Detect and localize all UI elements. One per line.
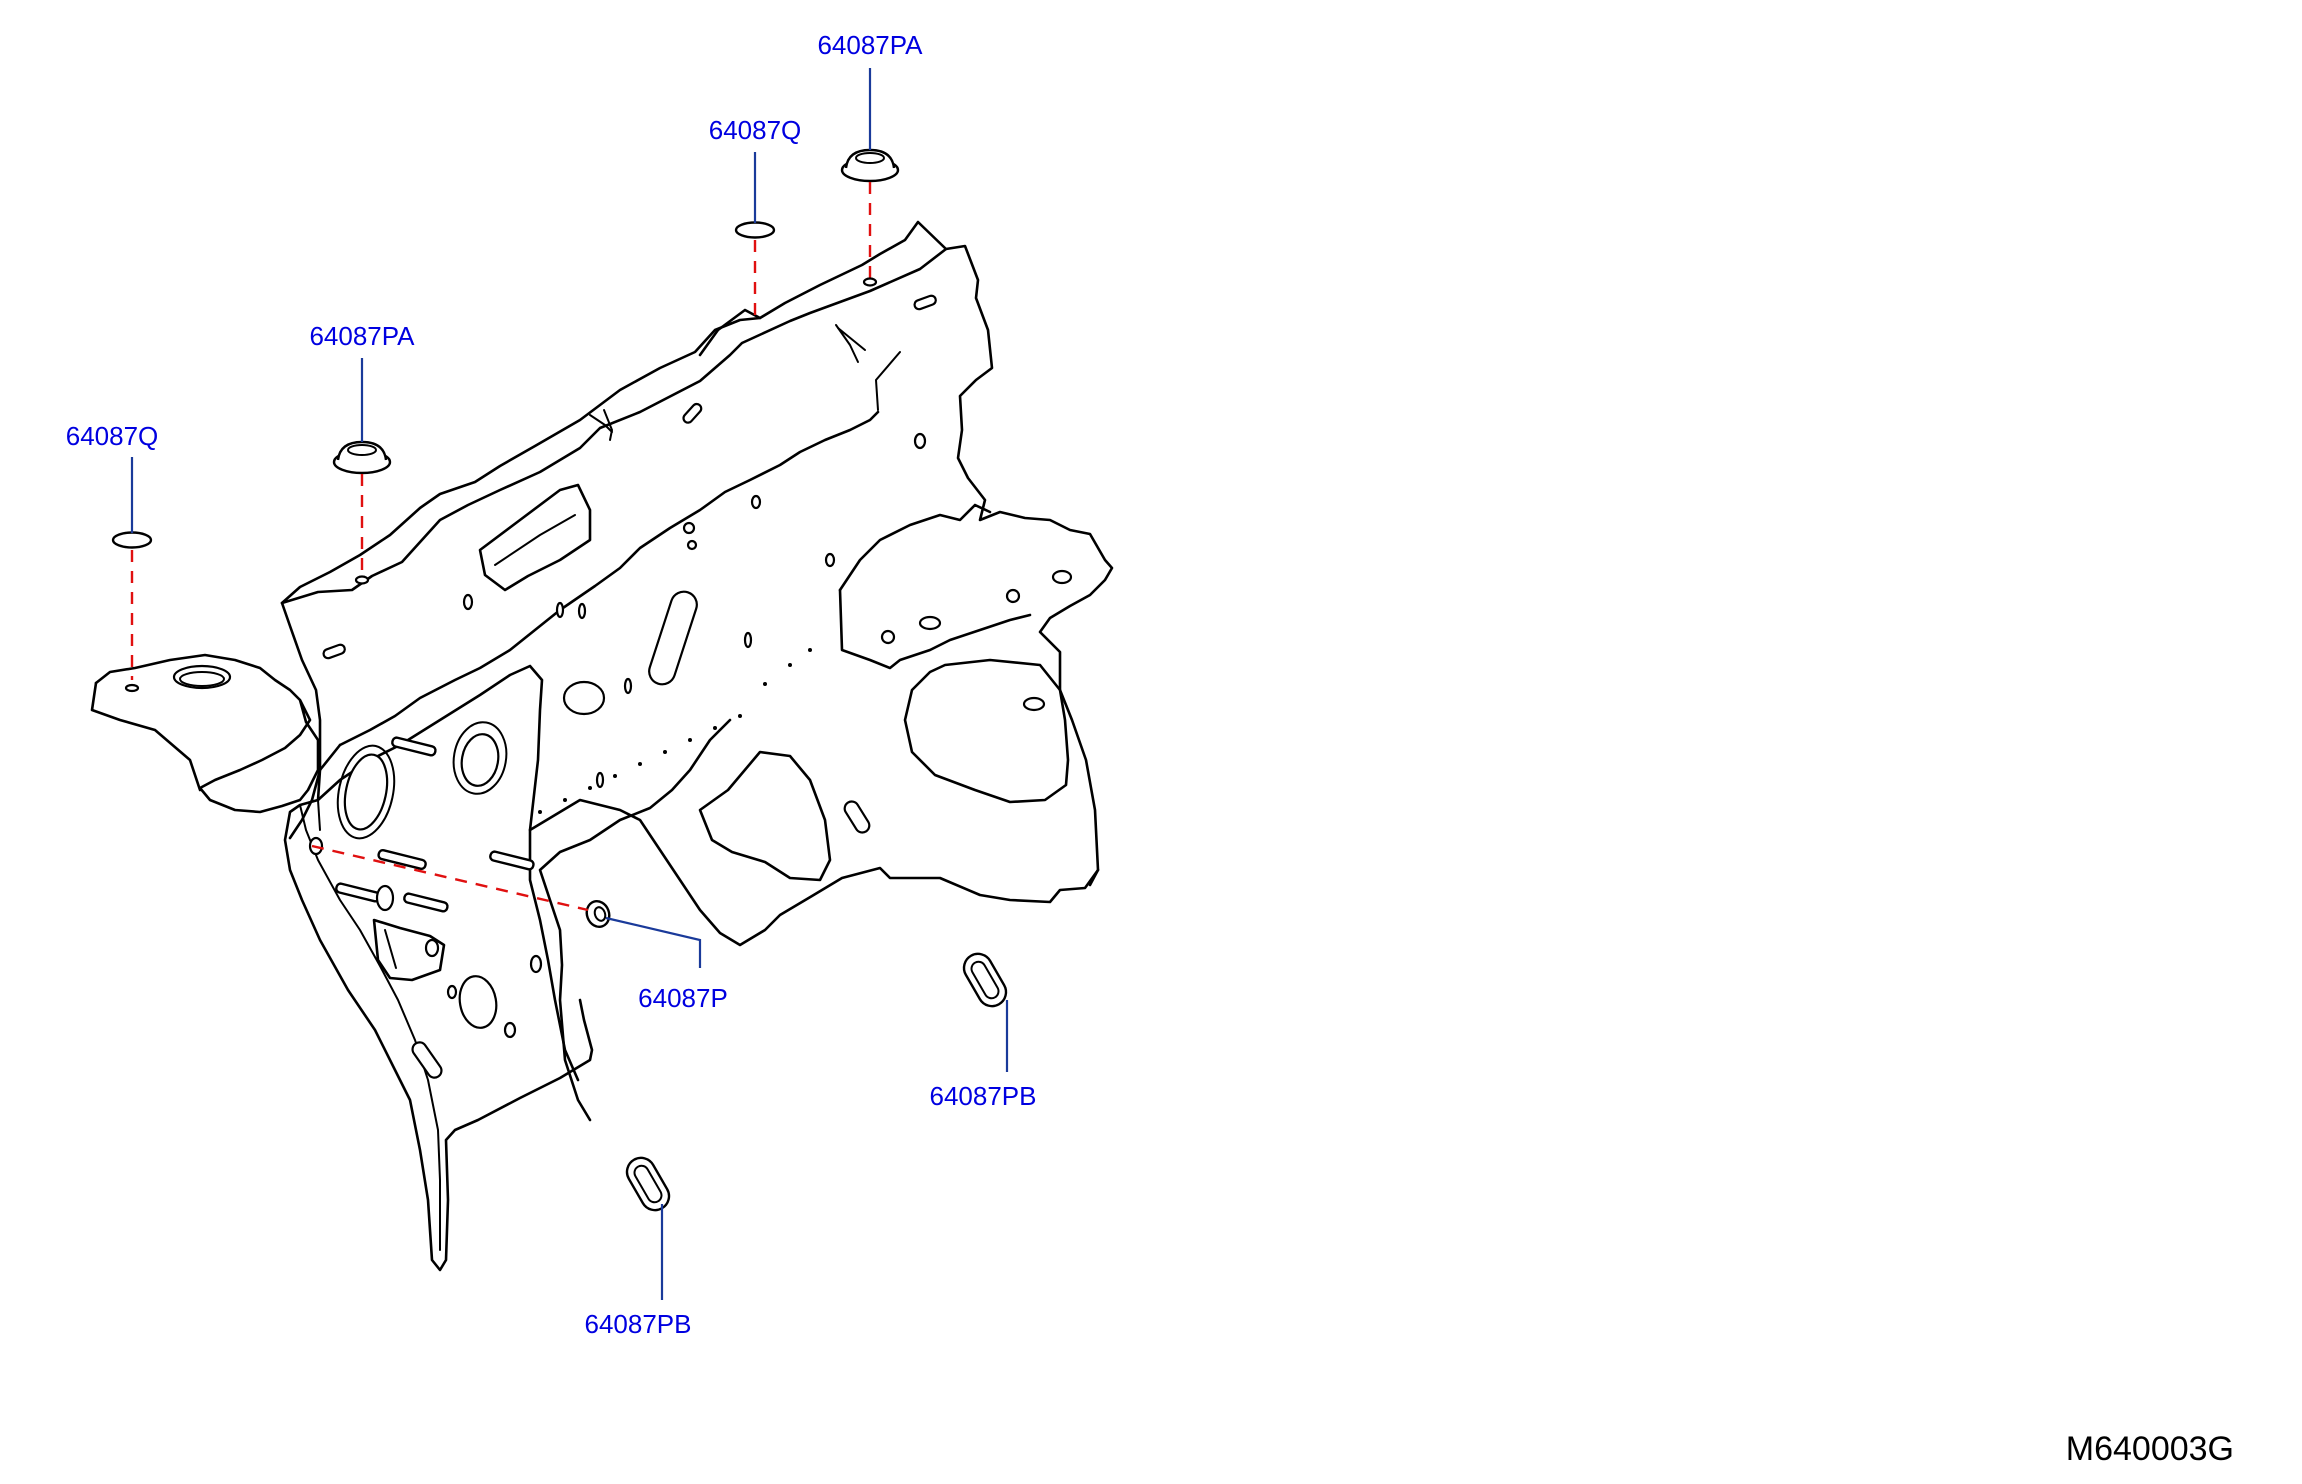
callout-label-c6[interactable]: 64087PB [930, 1081, 1037, 1111]
dash-line-c5 [311, 844, 589, 912]
callout-label-c7[interactable]: 64087PB [585, 1309, 692, 1339]
leader-c5 [605, 916, 702, 968]
callout-label-c1[interactable]: 64087PA [817, 30, 923, 60]
dash-panel-assembly [90, 220, 1114, 1272]
callout-label-c2[interactable]: 64087Q [709, 115, 802, 145]
callout-labels: 64087PA 64087Q 64087PA 64087Q 64087P 640… [66, 30, 2234, 1468]
diagram-code: M640003G [2066, 1430, 2234, 1468]
oval-grommet-64087pb-bottom[interactable] [622, 1153, 674, 1215]
callout-label-c3[interactable]: 64087PA [309, 321, 415, 351]
plug-64087q-left[interactable] [111, 531, 153, 549]
seam-dots [538, 648, 812, 814]
studs [335, 736, 535, 913]
leader-lines [130, 68, 1009, 1300]
grommet-64087pa-top[interactable] [840, 148, 900, 183]
callout-label-c4[interactable]: 64087Q [66, 421, 159, 451]
parts-layer [111, 148, 1011, 1215]
oval-grommet-64087pb-right[interactable] [959, 949, 1011, 1011]
callout-label-c5[interactable]: 64087P [638, 983, 728, 1013]
grommet-64087pa-left[interactable] [332, 440, 392, 475]
plug-64087q-top[interactable] [734, 221, 776, 239]
plug-64087p[interactable] [583, 898, 613, 930]
